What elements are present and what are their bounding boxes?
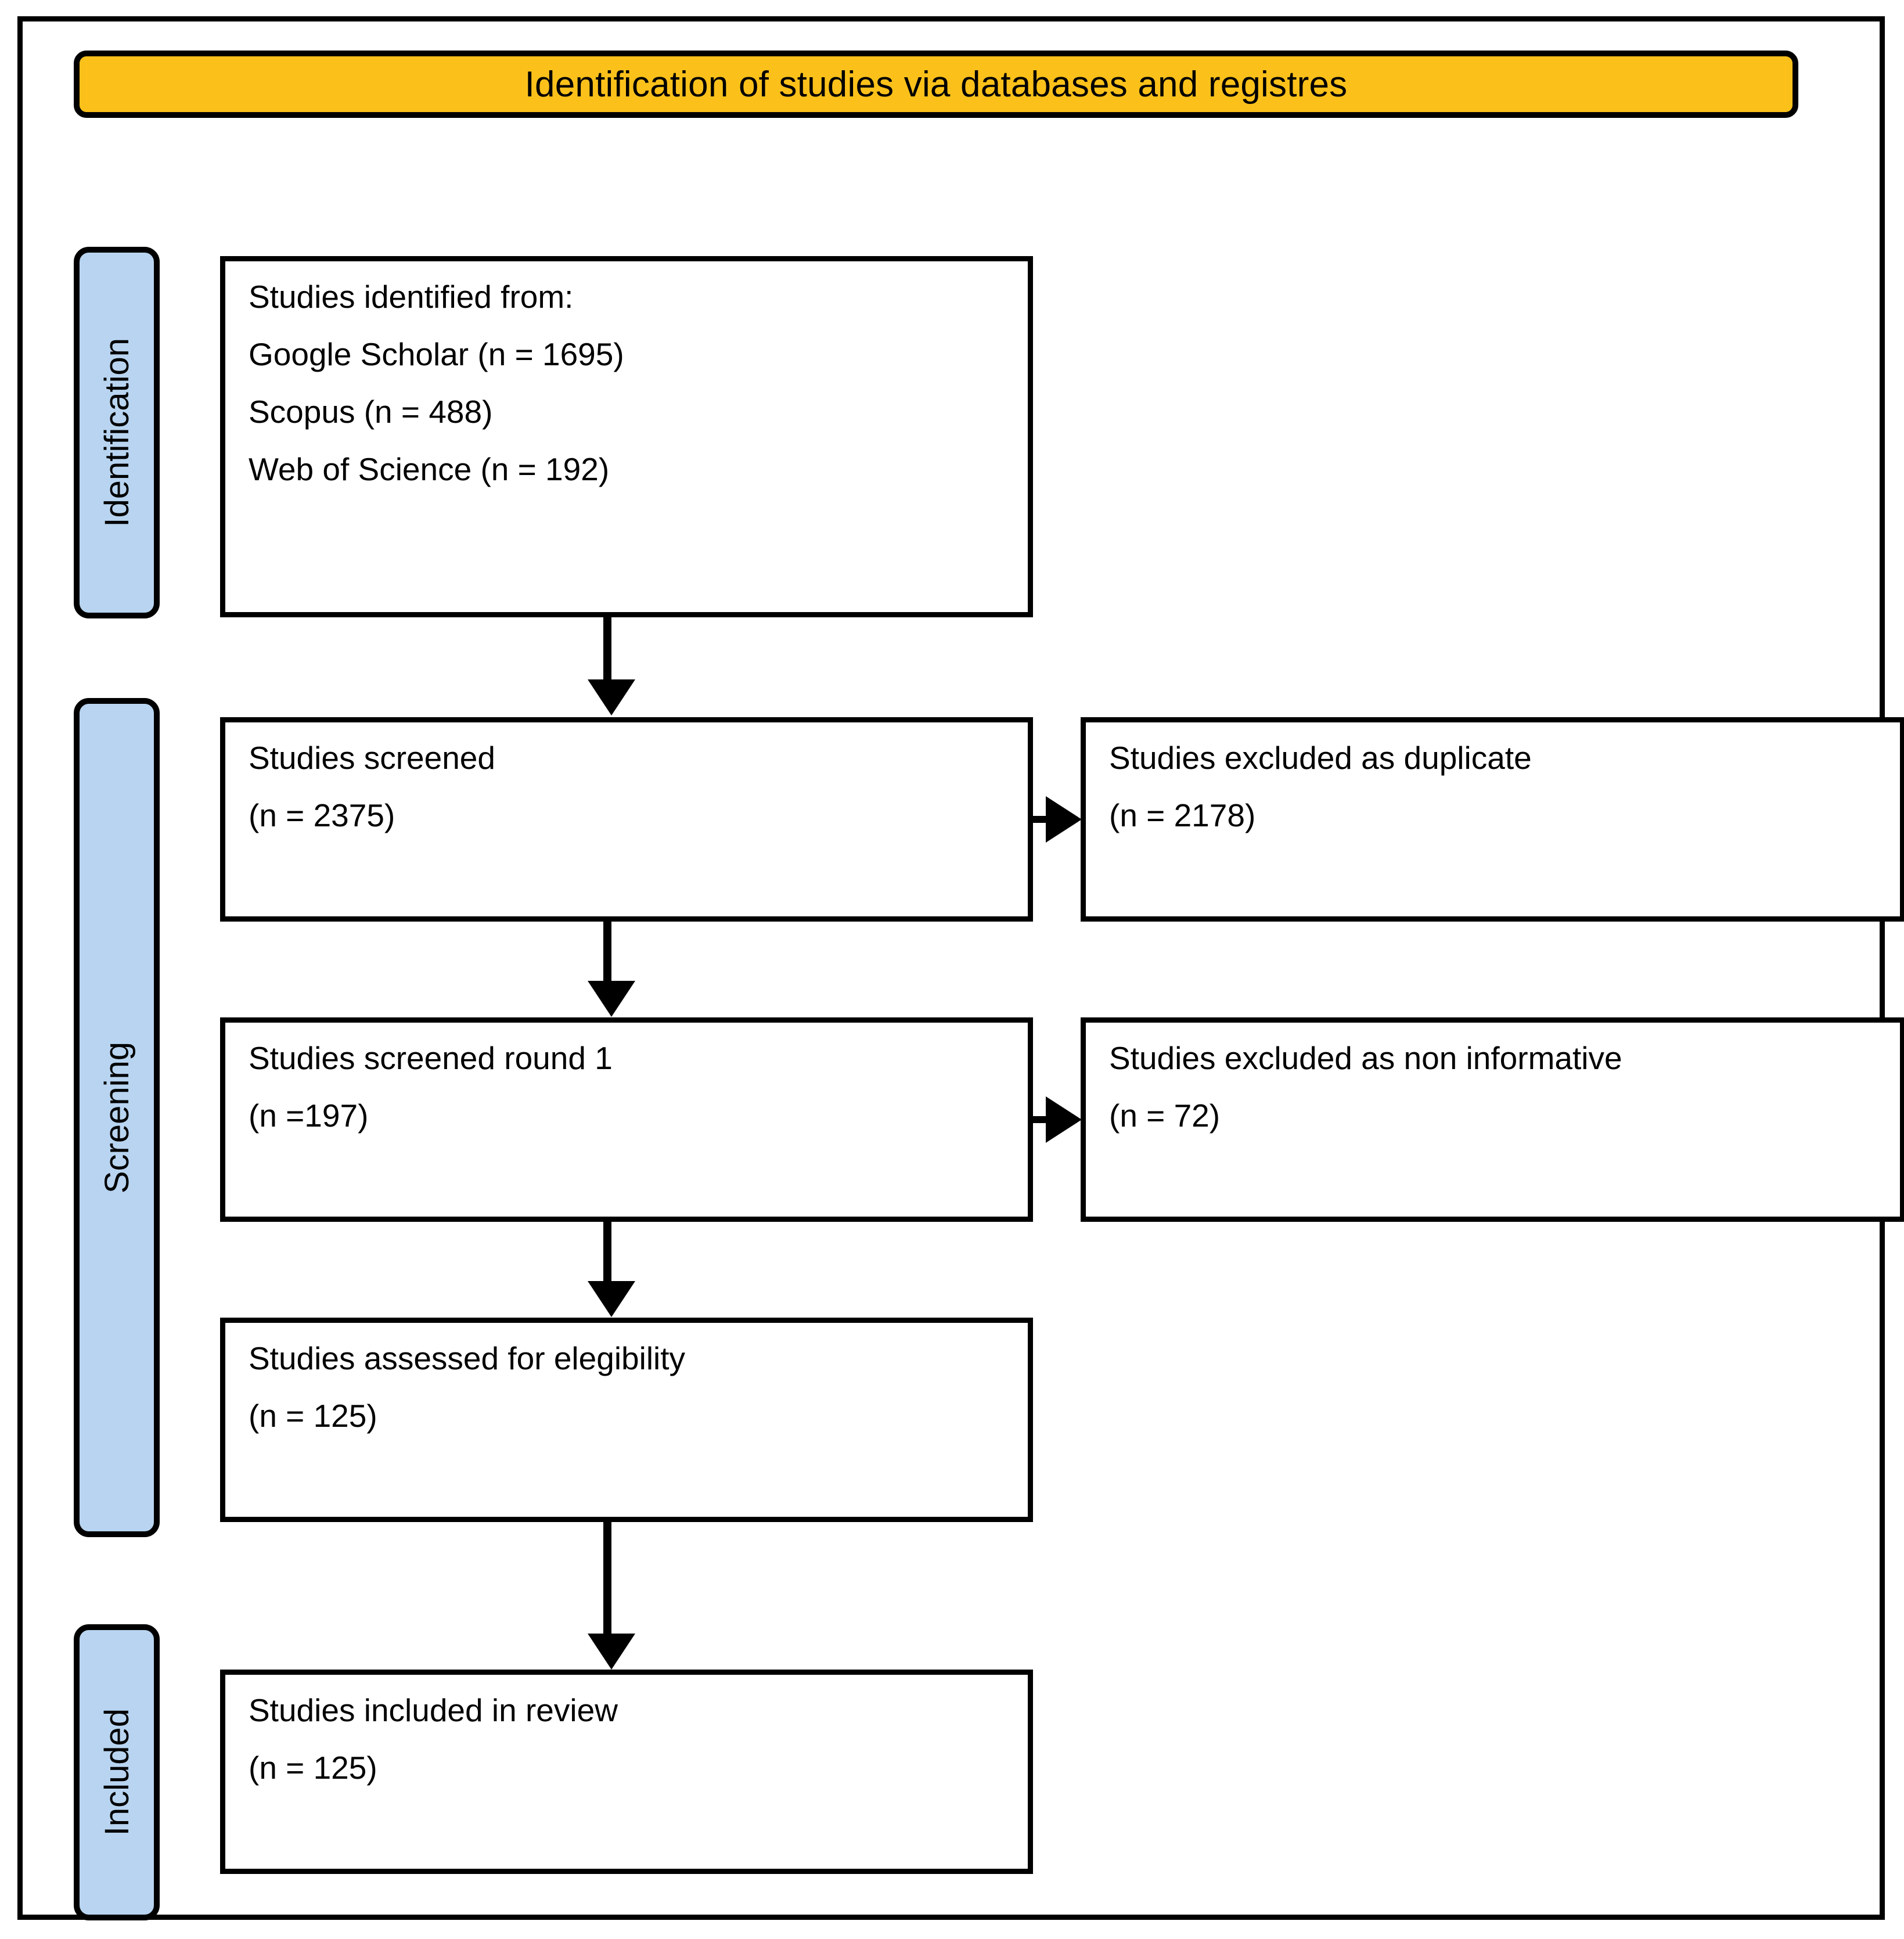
box-line-count: (n = 2178) <box>1109 797 1256 833</box>
flow-box-assessed-for-elegibility: Studies assessed for elegibility (n = 12… <box>220 1318 1033 1522</box>
diagram-header-banner: Identification of studies via databases … <box>74 51 1798 118</box>
box-line-title: Studies excluded as duplicate <box>1109 740 1532 776</box>
stage-tab-identification: Identification <box>74 247 160 618</box>
arrow-down-eligibility-to-included-head-icon <box>588 1634 635 1670</box>
stage-tab-included: Included <box>74 1624 160 1920</box>
arrow-down-identified-to-screened-head-icon <box>588 679 635 715</box>
box-line-web-of-science: Web of Science (n = 192) <box>249 451 610 487</box>
prisma-diagram-frame: Identification of studies via databases … <box>17 16 1904 1920</box>
box-line-title: Studies identified from: <box>249 279 574 315</box>
flow-box-studies-included-in-review: Studies included in review (n = 125) <box>220 1670 1033 1874</box>
stage-tab-screening: Screening <box>74 698 160 1537</box>
box-line-scopus: Scopus (n = 488) <box>249 394 493 430</box>
arrow-down-round1-to-eligibility-stem <box>603 1222 611 1284</box>
arrow-right-round1-to-noninformative-stem <box>1033 1116 1049 1123</box>
box-line-count: (n = 72) <box>1109 1098 1221 1134</box>
arrow-down-screened-to-round1-head-icon <box>588 981 635 1017</box>
arrow-down-identified-to-screened-stem <box>603 617 611 682</box>
box-line-title: Studies screened <box>249 740 495 776</box>
arrow-down-round1-to-eligibility-head-icon <box>588 1281 635 1317</box>
arrow-down-screened-to-round1-stem <box>603 922 611 984</box>
flow-box-studies-screened-round-1: Studies screened round 1 (n =197) <box>220 1017 1033 1222</box>
box-line-count: (n = 125) <box>249 1398 377 1434</box>
box-line-title: Studies assessed for elegibility <box>249 1340 686 1376</box>
arrow-down-eligibility-to-included-stem <box>603 1522 611 1636</box>
box-line-count: (n = 2375) <box>249 797 395 833</box>
box-line-title: Studies excluded as non informative <box>1109 1040 1622 1076</box>
box-line-count: (n =197) <box>249 1098 369 1134</box>
flow-box-excluded-non-informative: Studies excluded as non informative (n =… <box>1081 1017 1904 1222</box>
arrow-right-round1-to-noninformative-head-icon <box>1046 1096 1082 1143</box>
stage-label-identification: Identification <box>98 338 136 527</box>
box-line-title: Studies included in review <box>249 1692 618 1728</box>
stage-label-screening: Screening <box>98 1041 136 1194</box>
arrow-right-screened-to-duplicate-stem <box>1033 816 1049 823</box>
flow-box-studies-identified: Studies identified from: Google Scholar … <box>220 256 1033 617</box>
flow-box-excluded-duplicate: Studies excluded as duplicate (n = 2178) <box>1081 717 1904 922</box>
flow-box-studies-screened: Studies screened (n = 2375) <box>220 717 1033 922</box>
diagram-title: Identification of studies via databases … <box>524 64 1348 105</box>
box-line-google-scholar: Google Scholar (n = 1695) <box>249 336 624 372</box>
arrow-right-screened-to-duplicate-head-icon <box>1046 796 1082 843</box>
stage-label-included: Included <box>98 1708 136 1836</box>
box-line-count: (n = 125) <box>249 1750 377 1786</box>
box-line-title: Studies screened round 1 <box>249 1040 613 1076</box>
